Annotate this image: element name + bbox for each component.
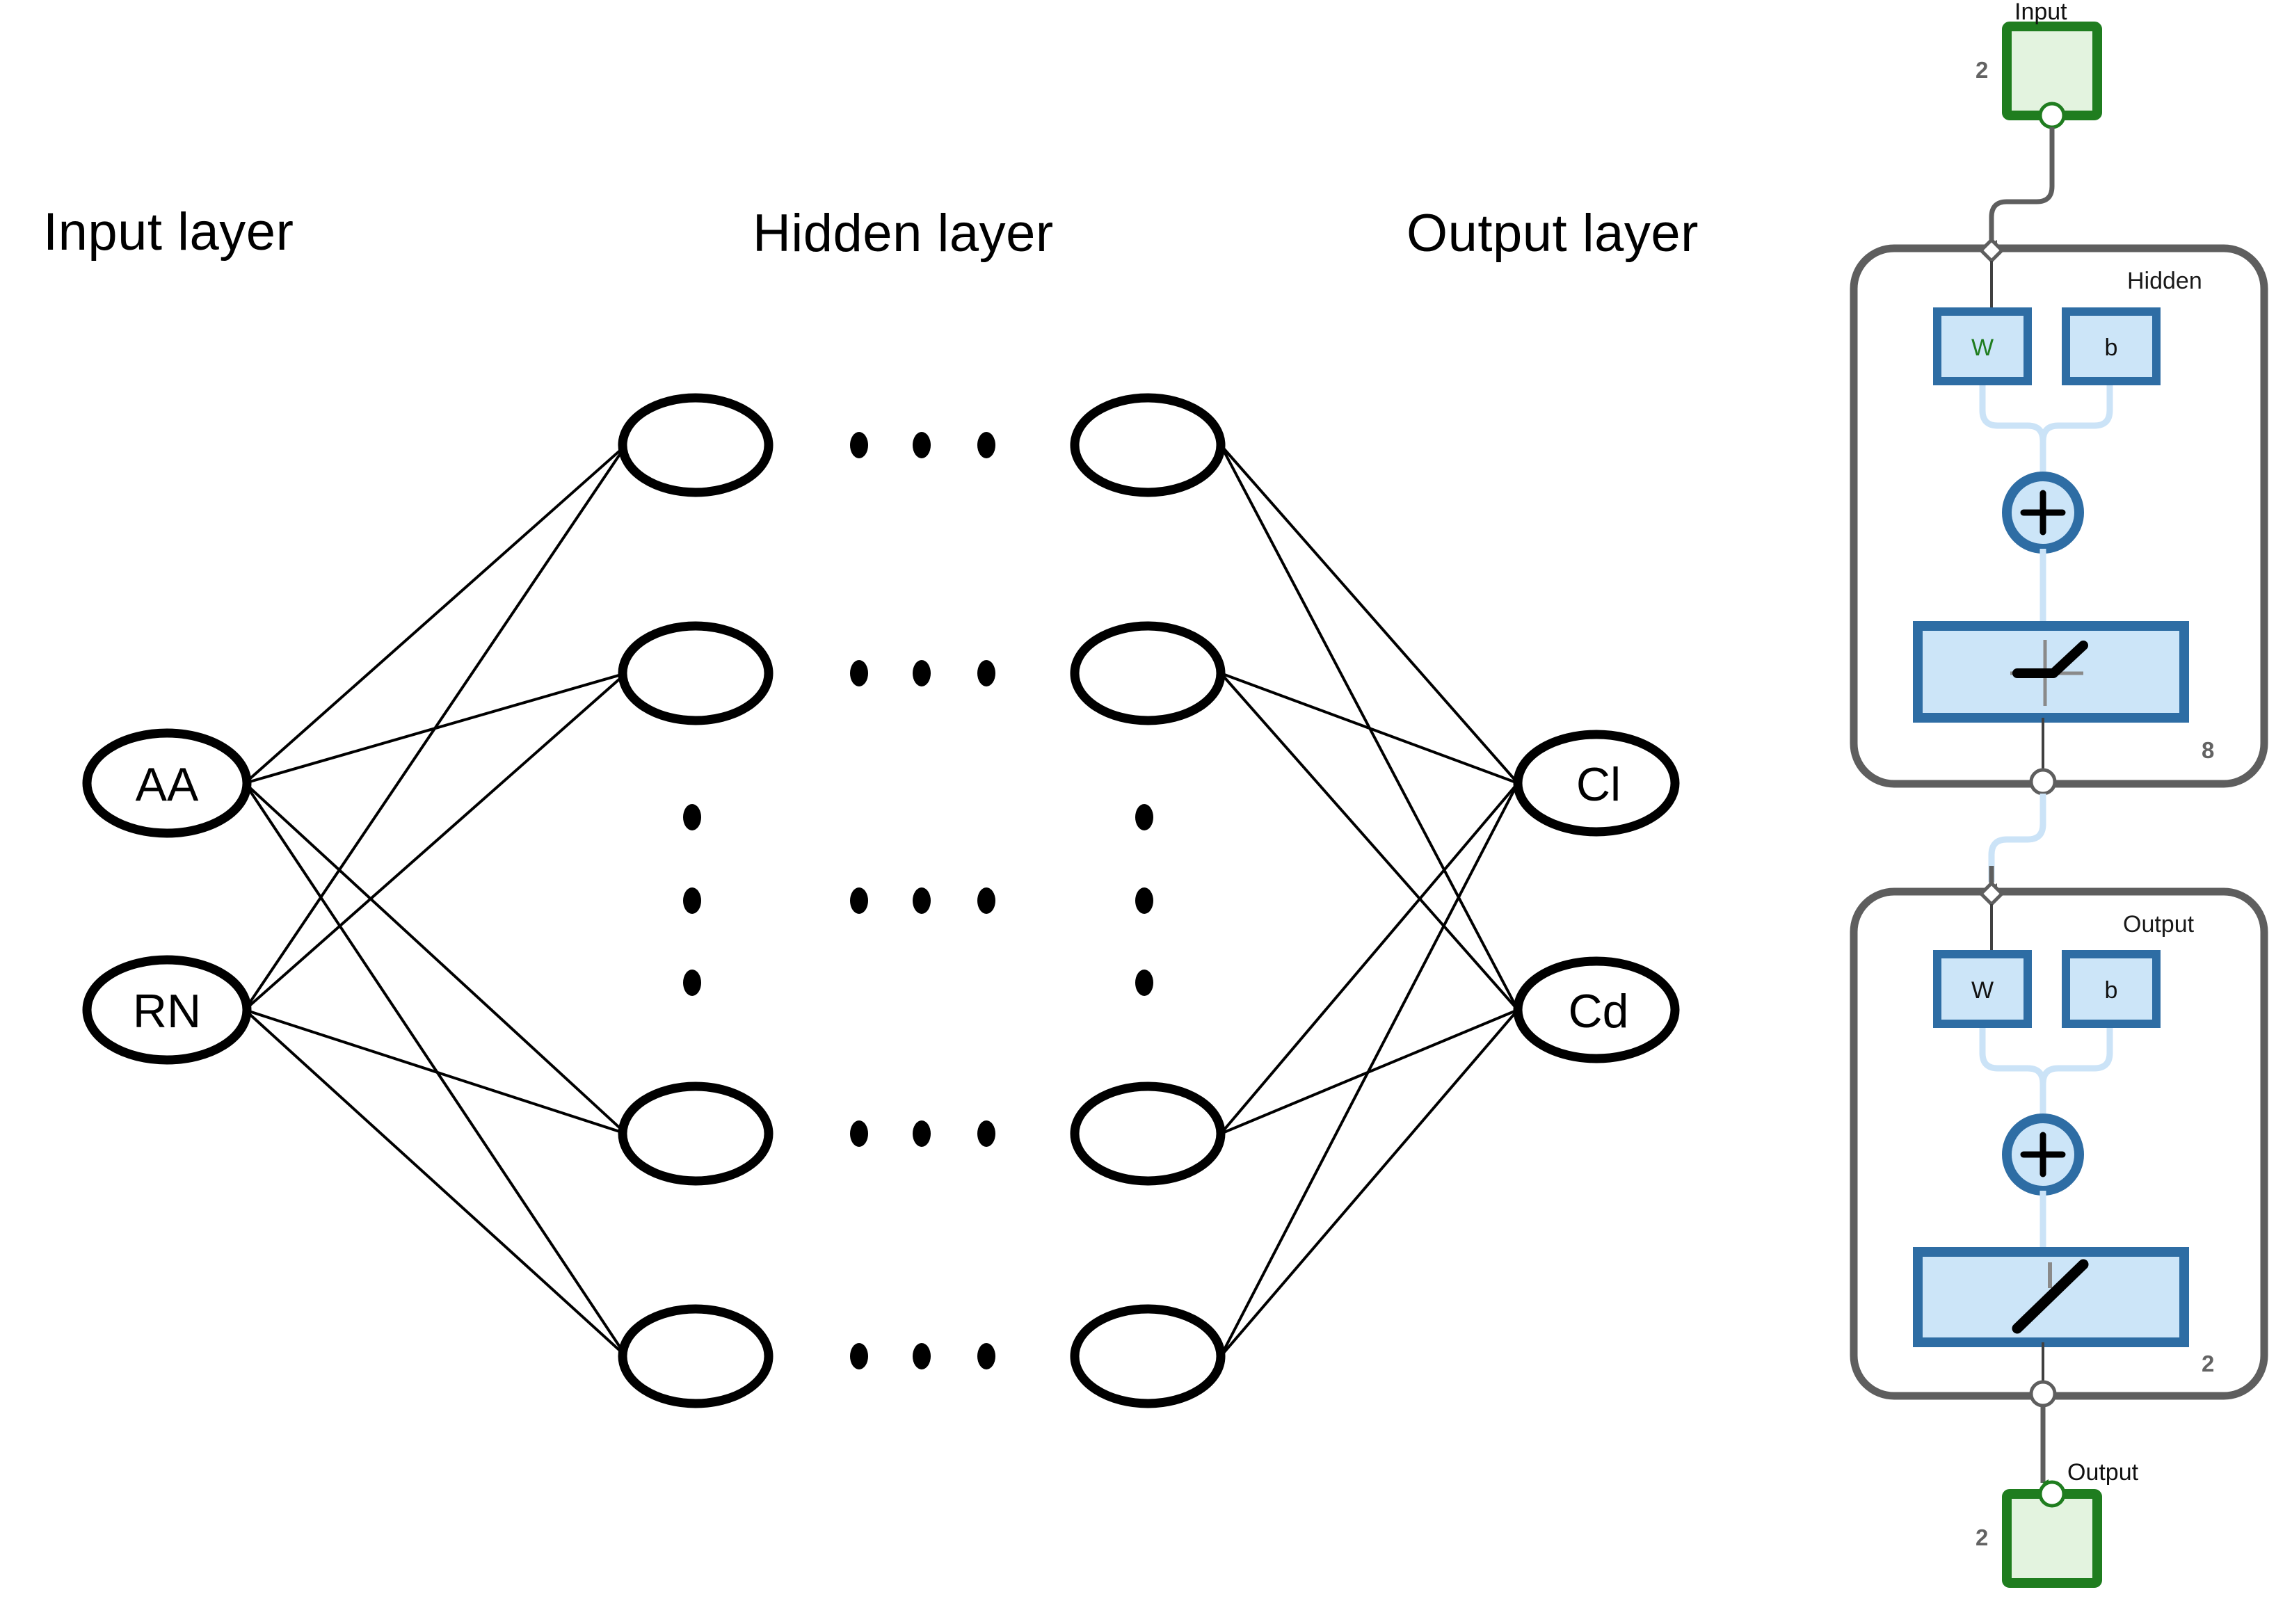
input-layer-title: Input layer <box>43 202 294 262</box>
hidden-node-c1-r1-ellipse <box>618 393 774 497</box>
hidden-ellipsis-dots-row1 <box>850 432 995 458</box>
hidden-node-c1-r2[interactable] <box>618 621 774 725</box>
plus-icon <box>2020 1132 2066 1177</box>
output-node-cl[interactable]: Cl <box>1513 730 1680 837</box>
rp-output-block-output-port <box>2029 1380 2057 1408</box>
hidden-node-c2-r2[interactable] <box>1070 621 1226 725</box>
edges-input-to-hidden <box>243 444 627 1358</box>
rp-input-terminal-port-count: 2 <box>1976 57 1988 83</box>
hidden-node-c1-r2-ellipse <box>618 621 774 725</box>
output-node-cd-label: Cd <box>1569 985 1629 1038</box>
rp-connector-input-to-hidden <box>1989 127 2055 247</box>
hidden-node-c2-r2-ellipse <box>1070 621 1226 725</box>
rp-hidden-bias-box-rect <box>2062 307 2161 385</box>
hidden-layer-title: Hidden layer <box>753 204 1054 263</box>
rp-hidden-block-port-count: 8 <box>2202 737 2214 763</box>
hidden-node-c1-r4[interactable] <box>618 1304 774 1408</box>
hidden-ellipsis-dots-row2 <box>850 660 995 686</box>
rp-output-terminal-port <box>2038 1480 2066 1508</box>
edges-hidden-to-output <box>1219 444 1519 1358</box>
rp-output-weight-box-rect <box>1933 950 2032 1028</box>
rp-hidden-bias-box[interactable]: b <box>2062 307 2161 385</box>
rp-hidden-block-caption: Hidden <box>2127 268 2202 294</box>
hidden-vertical-dots-col1 <box>683 804 701 996</box>
rp-hidden-output-port <box>2029 768 2057 796</box>
hidden-node-c2-r1-ellipse <box>1070 393 1226 497</box>
rp-output-activation-box[interactable] <box>1913 1247 2189 1347</box>
rp-output-terminal[interactable] <box>2002 1480 2102 1588</box>
relu-icon <box>2010 640 2088 706</box>
input-node-rn-ellipse <box>82 955 252 1065</box>
rp-output-bias-box[interactable]: b <box>2062 950 2161 1028</box>
rp-output-bias-to-sum-wire <box>2039 1028 2113 1116</box>
rp-hidden-weight-box[interactable]: W <box>1933 307 2032 385</box>
hidden-node-c1-r3[interactable] <box>618 1082 774 1186</box>
rp-input-terminal[interactable] <box>2002 22 2102 129</box>
rp-hidden-activation-box[interactable] <box>1913 621 2189 723</box>
input-node-rn[interactable]: RN <box>82 955 252 1065</box>
hidden-ellipsis-dots-row3 <box>850 1120 995 1147</box>
hidden-ellipsis-dots-row4 <box>850 1343 995 1369</box>
rp-hidden-weight-box-rect <box>1933 307 2032 385</box>
output-node-cl-label: Cl <box>1576 758 1621 811</box>
linear-icon <box>2012 1259 2089 1334</box>
hidden-node-c2-r3-ellipse <box>1070 1082 1226 1186</box>
rp-hidden-bias-label: b <box>2105 335 2118 361</box>
rp-hidden-weight-label: W <box>1971 335 1994 361</box>
rp-input-terminal-port <box>2038 102 2066 129</box>
hidden-node-c1-r1[interactable] <box>618 393 774 497</box>
rp-connector-hidden-to-output <box>1988 794 2046 882</box>
rp-output-bias-box-rect <box>2062 950 2161 1028</box>
hidden-node-c2-r3[interactable] <box>1070 1082 1226 1186</box>
input-node-aa[interactable]: AA <box>82 728 252 838</box>
input-node-rn-label: RN <box>133 985 201 1038</box>
hidden-node-c2-r1[interactable] <box>1070 393 1226 497</box>
rp-output-block-caption: Output <box>2123 911 2195 938</box>
output-node-cl-ellipse <box>1513 730 1680 837</box>
output-node-cd[interactable]: Cd <box>1513 956 1680 1063</box>
rp-output-weight-label: W <box>1971 977 1994 1004</box>
rp-hidden-sum-node[interactable] <box>2002 472 2084 554</box>
input-node-aa-label: AA <box>136 758 199 811</box>
rp-output-block-port-count: 2 <box>2202 1351 2214 1376</box>
hidden-node-c2-r4[interactable] <box>1070 1304 1226 1408</box>
rp-hidden-bias-to-sum-wire <box>2039 385 2113 473</box>
rp-output-bias-label: b <box>2105 977 2118 1004</box>
output-node-cd-ellipse <box>1513 956 1680 1063</box>
hidden-vertical-dots-col2 <box>1135 804 1153 996</box>
rp-output-terminal-caption: Output <box>2067 1459 2139 1486</box>
rp-input-terminal-caption: Input <box>2014 0 2067 25</box>
output-layer-title: Output layer <box>1407 204 1699 263</box>
hidden-ellipsis-dots-rowmid <box>850 887 995 914</box>
hidden-node-c2-r4-ellipse <box>1070 1304 1226 1408</box>
hidden-node-c1-r3-ellipse <box>618 1082 774 1186</box>
rp-output-sum-node[interactable] <box>2002 1114 2084 1196</box>
input-node-aa-ellipse <box>82 728 252 838</box>
rp-output-weight-box[interactable]: W <box>1933 950 2032 1028</box>
rp-hidden-activation-rect <box>1913 621 2189 723</box>
hidden-node-c1-r4-ellipse <box>618 1304 774 1408</box>
plus-icon <box>2020 490 2066 536</box>
rp-output-terminal-port-count: 2 <box>1976 1525 1988 1550</box>
